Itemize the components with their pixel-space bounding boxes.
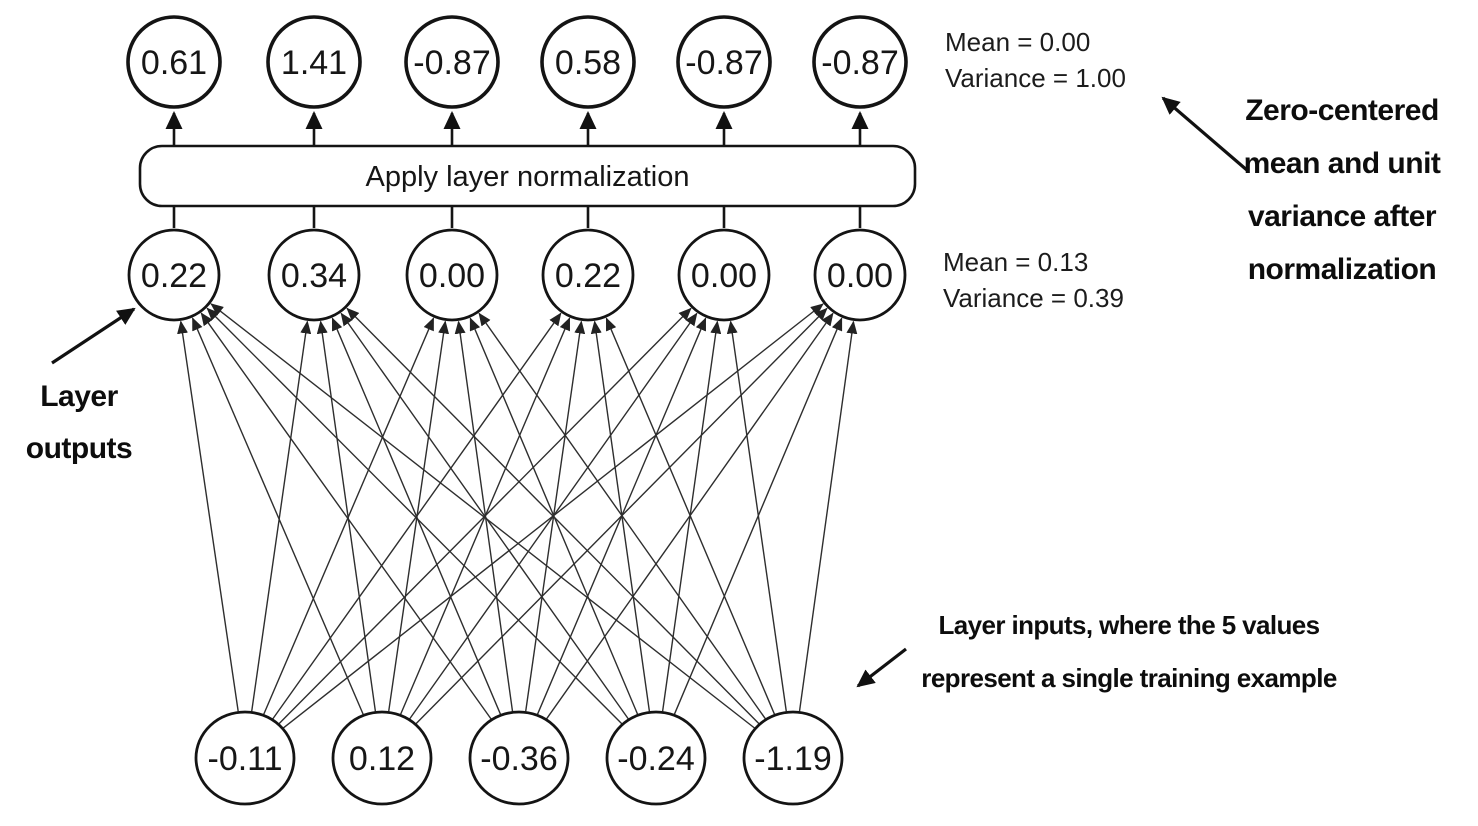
mean-before-label: Mean = 0.13: [943, 247, 1089, 277]
connection-line: [726, 320, 787, 712]
node-circle: [194, 710, 296, 806]
connection-line: [191, 317, 364, 715]
layer-inputs-arrow: [856, 647, 907, 688]
normalized-output-node: 0.61: [126, 15, 222, 109]
annotation-line: Layer: [40, 380, 118, 413]
connection-line: [340, 312, 629, 720]
node-value: 0.22: [555, 257, 621, 295]
layer-output-node: 0.34: [267, 228, 361, 322]
normalized-output-node: 0.58: [540, 15, 636, 109]
input-to-output-connections: [177, 303, 858, 729]
node-circle: [605, 710, 707, 806]
connection-line: [478, 312, 766, 720]
annotation-line: Layer inputs, where the 5 values: [938, 610, 1320, 640]
connection-line: [798, 320, 858, 712]
node-circle: [126, 15, 222, 109]
annotation-line: mean and unit: [1243, 147, 1441, 180]
node-circle: [331, 710, 433, 806]
node-value: 0.00: [827, 257, 893, 295]
node-value: 0.22: [141, 257, 207, 295]
connection-line: [346, 307, 760, 725]
stats-after-normalization: Mean = 0.00 Variance = 1.00: [945, 24, 1126, 96]
annotation-line: variance after: [1247, 200, 1437, 233]
zero-centered-arrow: [1161, 96, 1250, 173]
connection-line: [177, 320, 239, 712]
node-value: 0.00: [419, 257, 485, 295]
normalized-output-node: -0.87: [676, 15, 772, 109]
annotation-line: Zero-centered: [1245, 94, 1439, 127]
node-circle: [404, 15, 500, 109]
node-value: -0.24: [617, 740, 695, 778]
normalized-output-node: -0.87: [812, 15, 908, 109]
connection-line: [316, 320, 377, 712]
normalized-output-node: 1.41: [266, 15, 362, 109]
node-value: -0.87: [413, 44, 491, 82]
node-value: 0.58: [555, 44, 621, 82]
layer-input-node: 0.12: [331, 710, 433, 806]
node-value: -1.19: [754, 740, 832, 778]
annotation-line: outputs: [25, 432, 133, 465]
node-circle: [742, 710, 844, 806]
node-value: 1.41: [281, 44, 347, 82]
normalization-box-group: Apply layer normalization: [138, 144, 917, 208]
node-value: -0.87: [821, 44, 899, 82]
node-circle: [266, 15, 362, 109]
node-circle: [812, 15, 908, 109]
connection-line: [251, 320, 312, 712]
annotation-line: represent a single training example: [921, 663, 1337, 693]
node-circle: [540, 15, 636, 109]
node-circle: [813, 228, 907, 322]
connection-line: [210, 303, 755, 729]
normalization-box: [138, 144, 917, 208]
node-value: -0.36: [480, 740, 558, 778]
annotation-line: normalization: [1247, 253, 1437, 286]
node-circle: [405, 228, 499, 322]
connection-line: [200, 312, 492, 720]
node-circle: [267, 228, 361, 322]
normalized-output-node: -0.87: [404, 15, 500, 109]
layer-input-node: -1.19: [742, 710, 844, 806]
node-circle: [677, 228, 771, 322]
connection-line: [605, 317, 776, 715]
node-value: 0.12: [349, 740, 415, 778]
neuron-nodes: 0.61 1.41 -0.87 0.58 -0.87 -0.87 0.22 0.34 0.00 0…: [126, 15, 908, 806]
variance-before-label: Variance = 0.39: [943, 283, 1124, 313]
node-value: -0.11: [208, 740, 283, 778]
normalization-flow-arrows: [165, 111, 869, 228]
node-circle: [676, 15, 772, 109]
node-circle: [127, 228, 221, 322]
zero-centered-annotation: Zero-centered mean and unit variance aft…: [1188, 84, 1478, 296]
layer-output-node: 0.22: [127, 228, 221, 322]
stats-before-normalization: Mean = 0.13 Variance = 0.39: [943, 244, 1124, 316]
node-circle: [541, 228, 635, 322]
node-value: 0.34: [281, 257, 347, 295]
layer-outputs-annotation: Layer outputs: [0, 371, 158, 475]
layer-output-node: 0.00: [405, 228, 499, 322]
layer-output-node: 0.22: [541, 228, 635, 322]
layer-inputs-annotation: Layer inputs, where the 5 values represe…: [898, 599, 1360, 705]
normalization-box-label: Apply layer normalization: [366, 161, 690, 193]
layer-output-node: 0.00: [813, 228, 907, 322]
mean-after-label: Mean = 0.00: [945, 27, 1091, 57]
connection-line: [206, 307, 623, 725]
variance-after-label: Variance = 1.00: [945, 63, 1126, 93]
layer-outputs-arrow: [51, 307, 136, 365]
layer-output-node: 0.00: [677, 228, 771, 322]
node-circle: [468, 710, 570, 806]
layer-input-node: -0.36: [468, 710, 570, 806]
connection-line: [331, 317, 502, 715]
layer-input-node: -0.11: [194, 710, 296, 806]
node-value: -0.87: [685, 44, 763, 82]
annotation-arrows: [51, 96, 1250, 688]
layer-input-node: -0.24: [605, 710, 707, 806]
node-value: 0.61: [141, 44, 207, 82]
node-value: 0.00: [691, 257, 757, 295]
